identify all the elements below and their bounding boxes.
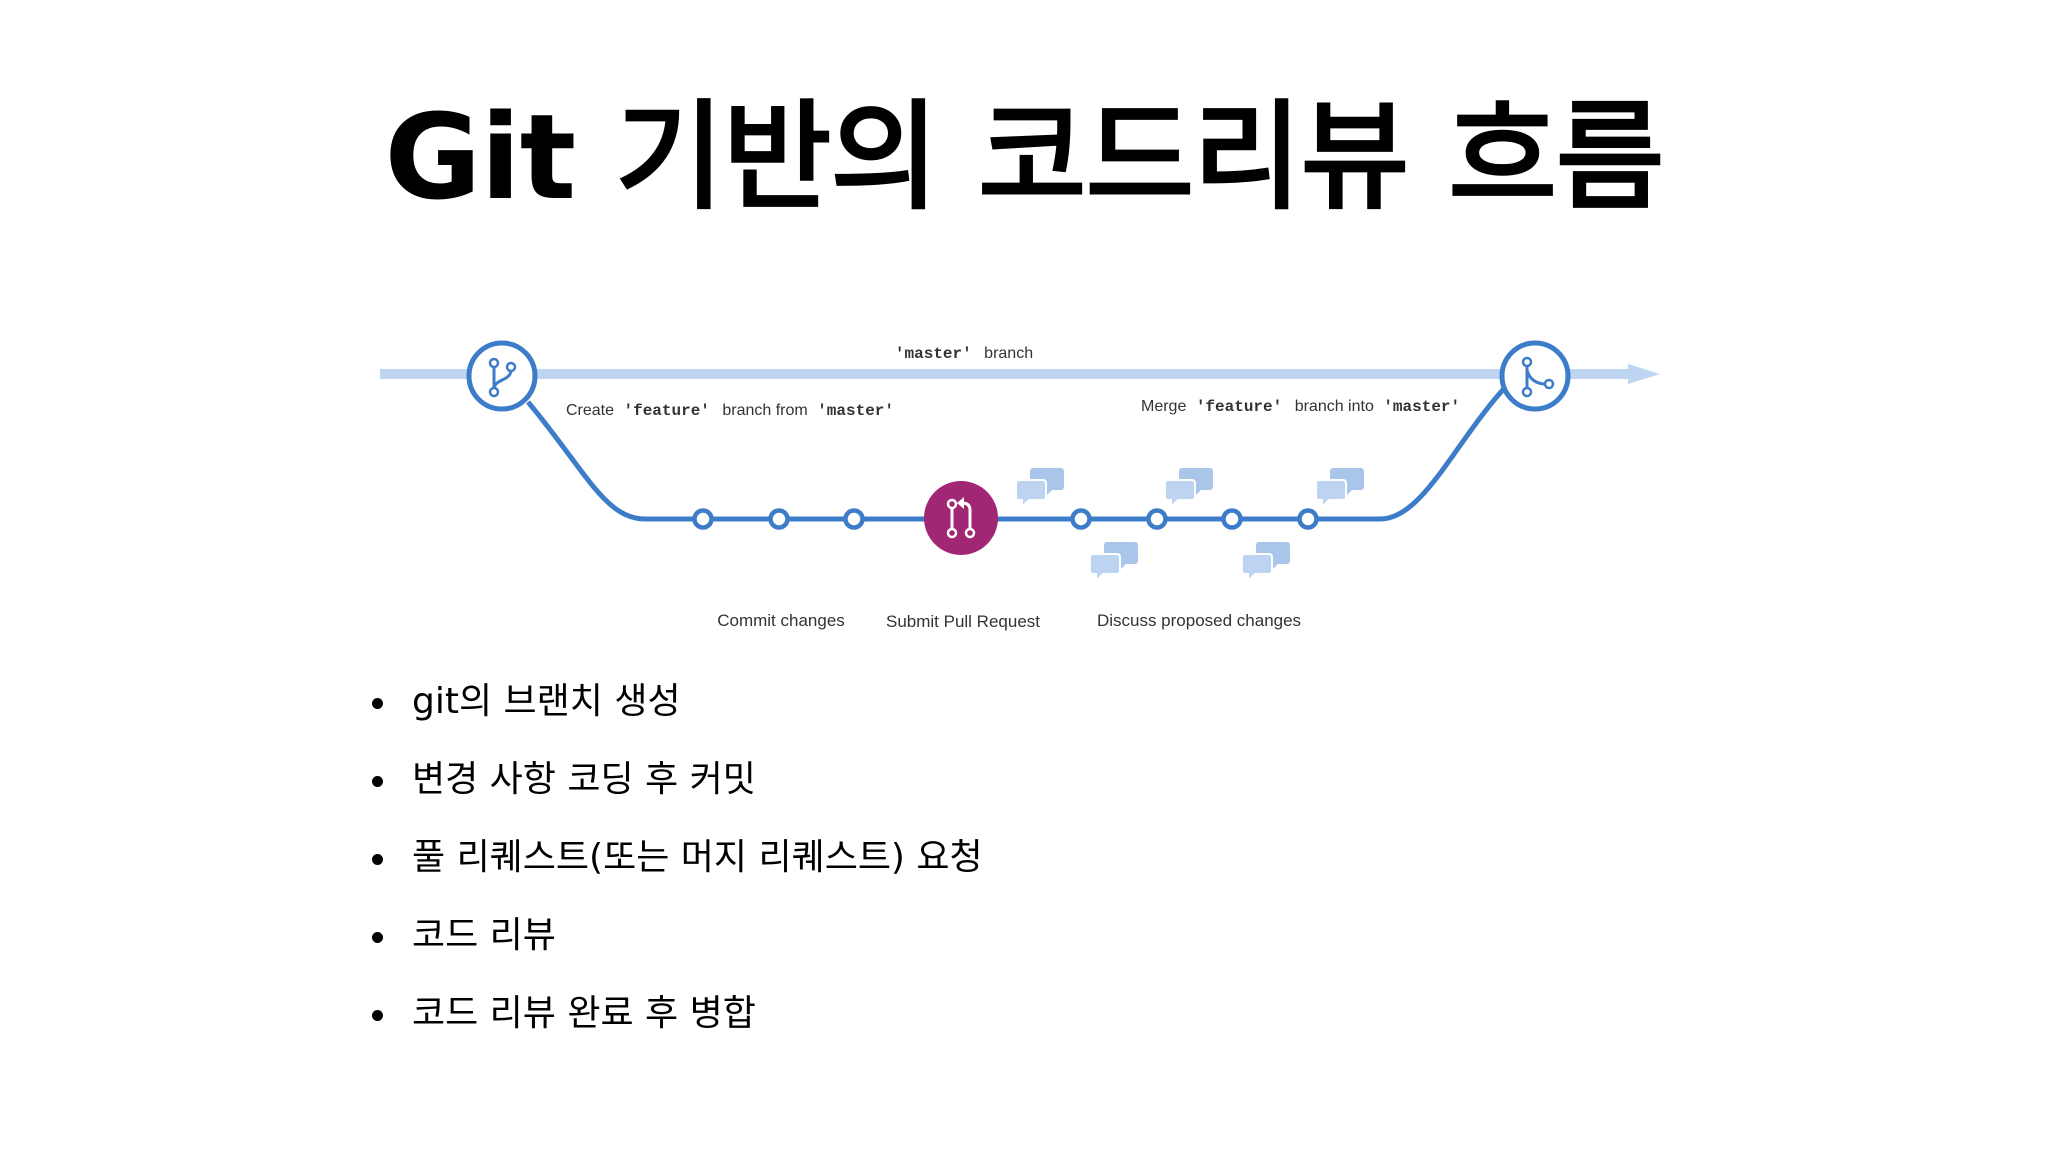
bullet-dot [372, 854, 383, 865]
master-branch-label: 'master' branch [895, 345, 1033, 363]
bullet-dot [372, 776, 383, 787]
pull-request-icon [924, 481, 998, 555]
merge-branch-label: Merge 'feature' branch into 'master' [1141, 398, 1460, 416]
comment-icon [1241, 541, 1291, 582]
bullet-dot [372, 698, 383, 709]
comment-icon [1015, 467, 1065, 508]
bullet-dot [372, 1010, 383, 1021]
branch-icon [466, 340, 538, 412]
feature-branch-line [526, 380, 1512, 522]
comment-icon [1164, 467, 1214, 508]
master-arrow-head [1628, 364, 1660, 384]
commit-node [1221, 508, 1243, 530]
commit-node [768, 508, 790, 530]
commit-node [1297, 508, 1319, 530]
commit-node [692, 508, 714, 530]
bullet-dot [372, 932, 383, 943]
discuss-changes-label: Discuss proposed changes [1097, 611, 1301, 630]
merge-icon [1499, 340, 1571, 412]
commit-node [843, 508, 865, 530]
commit-changes-label: Commit changes [717, 611, 845, 630]
commit-node [1146, 508, 1168, 530]
slide-title: Git 기반의 코드리뷰 흐름 [384, 88, 1665, 226]
commit-node [1070, 508, 1092, 530]
comment-icon [1315, 467, 1365, 508]
submit-pull-request-label: Submit Pull Request [886, 612, 1040, 631]
create-branch-label: Create 'feature' branch from 'master' [566, 402, 894, 420]
comment-icon [1089, 541, 1139, 582]
